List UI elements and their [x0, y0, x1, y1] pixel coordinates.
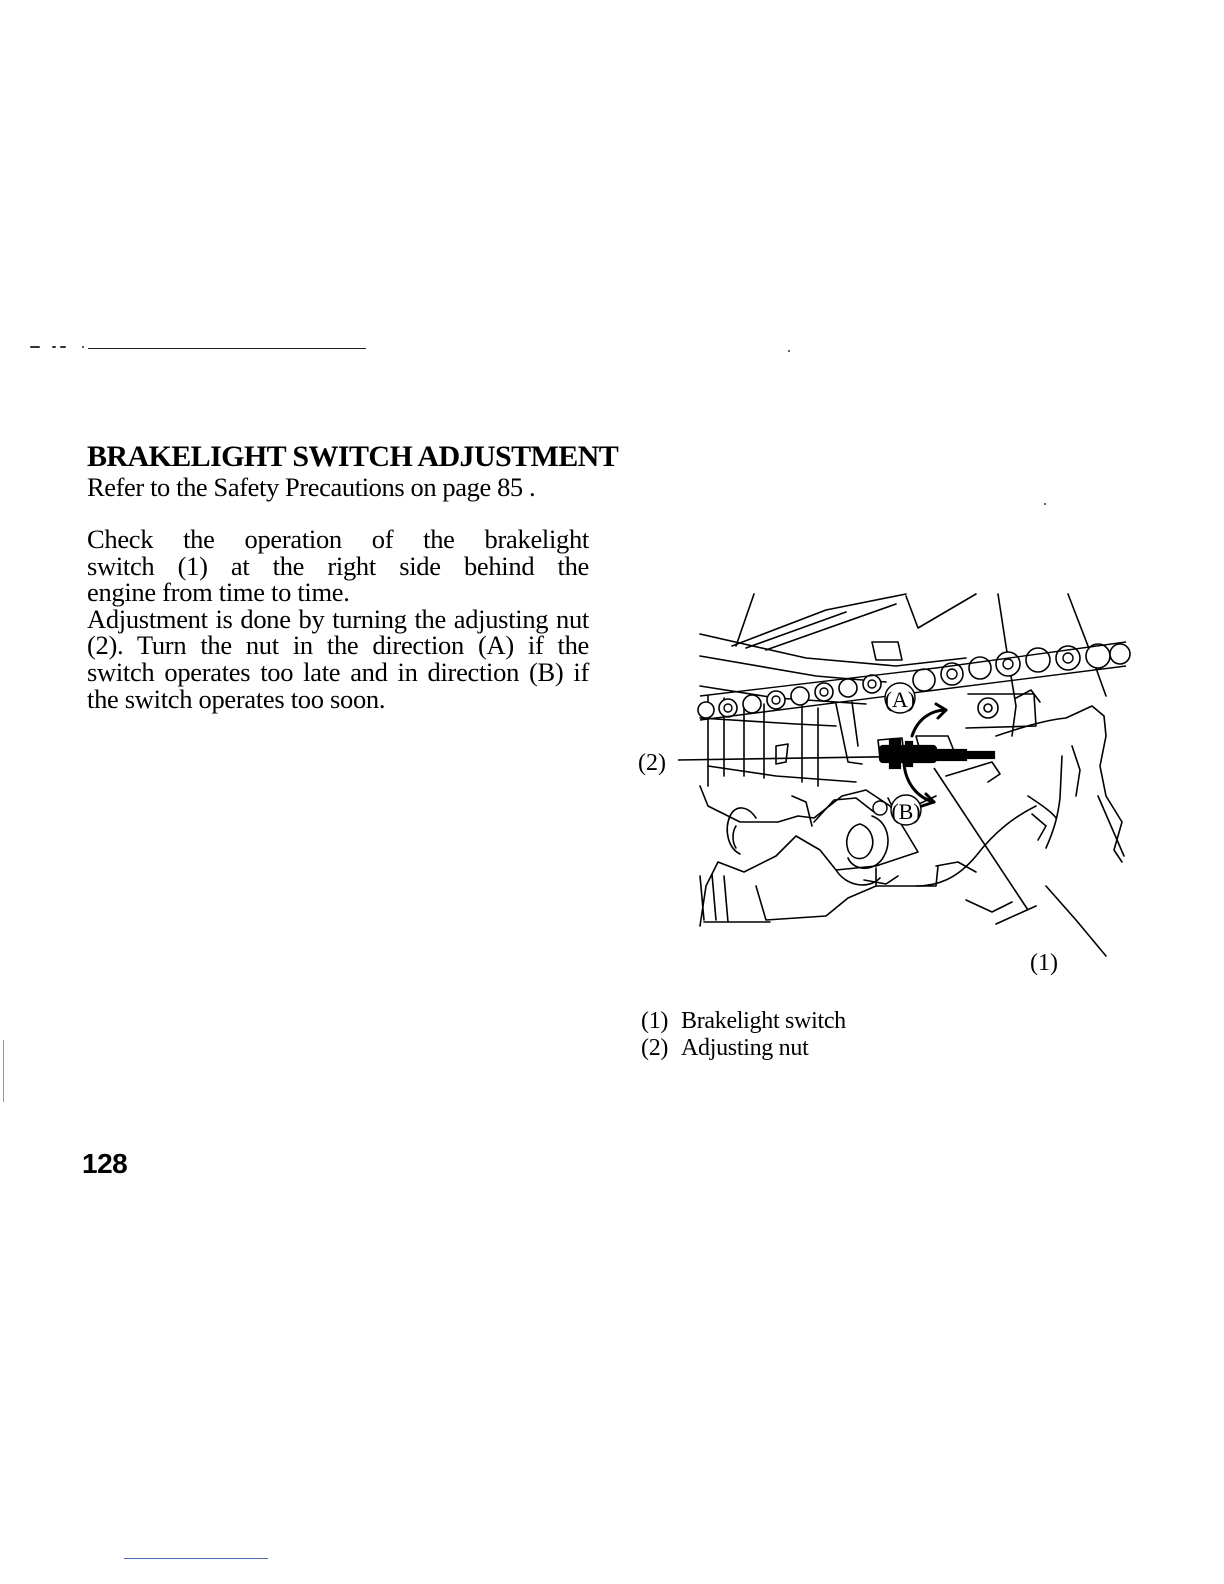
- scan-margin-mark: [3, 1040, 4, 1102]
- callout-adjusting-nut: (2): [638, 750, 666, 776]
- caption-label: Adjusting nut: [681, 1035, 809, 1061]
- section-heading: BRAKELIGHT SWITCH ADJUSTMENT: [87, 440, 619, 473]
- caption-number: (2): [641, 1035, 669, 1061]
- scan-speck: [1044, 503, 1046, 505]
- caption-number: (1): [641, 1008, 669, 1034]
- direction-b-label: (B): [891, 799, 920, 824]
- brakelight-switch-illustration: (A) (B) (2) (1): [638, 593, 1131, 976]
- instructions-line: switch (1) at the right side behind the: [87, 550, 589, 581]
- page-number: 128: [82, 1148, 128, 1179]
- figure-caption-list: (1) Brakelight switch (2) Adjusting nut: [641, 1008, 846, 1062]
- footer-rule: [124, 1558, 268, 1559]
- safety-reference: Refer to the Safety Precautions on page …: [87, 472, 536, 502]
- callout-brakelight-switch: (1): [1030, 950, 1058, 976]
- caption-item: (2) Adjusting nut: [641, 1035, 846, 1062]
- instructions-line: engine from time to time.: [87, 577, 350, 608]
- adjustment-paragraph: Adjustment is done by turning the adjust…: [87, 603, 589, 714]
- instructions-text: Check the operation of the brakelight sw…: [87, 526, 589, 712]
- instructions-line: Check the operation of the brakelight: [87, 524, 589, 554]
- header-rule: [88, 348, 366, 349]
- scan-speck: [788, 350, 790, 352]
- caption-item: (1) Brakelight switch: [641, 1008, 846, 1035]
- scan-marks: [30, 344, 84, 350]
- direction-a-label: (A): [885, 687, 916, 712]
- caption-label: Brakelight switch: [681, 1008, 846, 1034]
